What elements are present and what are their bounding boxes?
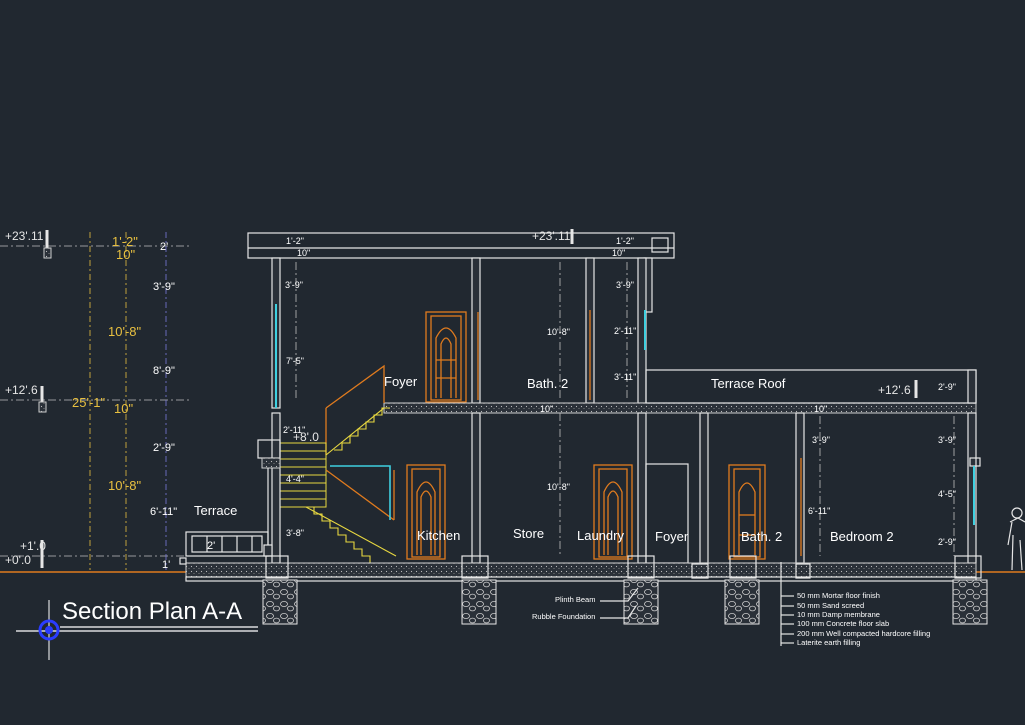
plinth-floor xyxy=(179,555,982,582)
dim-6-11: 6'-11" xyxy=(150,506,177,518)
leader-lines xyxy=(600,562,794,646)
dim-terrace-r: 2'-9" xyxy=(938,382,956,392)
level-stair-landing: +8'.0 xyxy=(293,430,319,444)
dim-1-2: 1'-2" xyxy=(112,234,138,249)
level-top-left: +23'.11 xyxy=(5,229,44,243)
room-foyer-upper: Foyer xyxy=(384,374,418,389)
dim-10-8-upper: 10'-8" xyxy=(108,324,142,339)
door-bath-lower xyxy=(728,464,766,560)
room-bedroom: Bedroom 2 xyxy=(830,529,894,544)
dim-slab-1: 10" xyxy=(540,404,553,414)
dim-bed-2: 6'-11" xyxy=(808,506,830,516)
roof-dim-right: 1'-2" xyxy=(616,236,634,246)
terrace-railing xyxy=(185,531,273,557)
dim-far-1: 3'-9" xyxy=(938,435,956,445)
room-bath-upper: Bath. 2 xyxy=(527,376,568,391)
room-laundry: Laundry xyxy=(577,528,624,543)
floor-note-6: Laterite earth filling xyxy=(797,638,860,647)
door-laundry xyxy=(593,464,633,560)
door-upper-foyer xyxy=(425,311,467,403)
dim-2-9: 2'-9" xyxy=(153,442,175,454)
dim-10-8-lower: 10'-8" xyxy=(108,478,142,493)
level-mid-left: +12'.6 xyxy=(5,383,38,397)
roof-dim-left-b: 10" xyxy=(297,248,310,258)
dim-wall-left-top: 3'-9" xyxy=(285,280,303,290)
level-terrace-roof: +12'.6 xyxy=(878,383,911,397)
room-terrace: Terrace xyxy=(194,503,237,518)
floor-note-1: 50 mm Mortar floor finish xyxy=(797,591,880,600)
level-top-roof: +23'.11 xyxy=(532,229,571,243)
dim-right-top: 3'-9" xyxy=(616,280,634,290)
left-dimension-chain xyxy=(0,230,190,570)
floor-note-4: 100 mm Concrete floor slab xyxy=(797,619,889,628)
roof-slab xyxy=(247,232,675,313)
level-ground: +0'.0 xyxy=(5,553,31,567)
rubble-foundations xyxy=(262,579,988,625)
room-store: Store xyxy=(513,526,544,541)
dim-far-3: 2'-9" xyxy=(938,537,956,547)
door-kitchen xyxy=(406,464,446,560)
selection-grip-marker[interactable] xyxy=(38,619,60,641)
dim-wall-left-mid: 7'-5" xyxy=(286,356,304,366)
dim-3-9: 3'-9" xyxy=(153,281,175,293)
label-rubble-foundation: Rubble Foundation xyxy=(532,612,595,621)
dim-total: 25'-1" xyxy=(72,395,106,410)
level-plinth: +1'.0 xyxy=(20,539,46,553)
roof-dim-right-b: 10" xyxy=(612,248,625,258)
ground-floor-walls xyxy=(257,412,981,564)
dim-1: 1' xyxy=(162,559,170,571)
room-foyer-lower: Foyer xyxy=(655,529,689,544)
dim-wall-left-low: 2'-11" xyxy=(283,425,305,435)
dim-10-top: 10" xyxy=(116,247,135,262)
room-bath-lower: Bath. 2 xyxy=(741,529,782,544)
dim-ground-left-2: 3'-8" xyxy=(286,528,304,538)
dim-slab-2: 10" xyxy=(814,404,827,414)
dim-store-height: 10'-8" xyxy=(547,482,570,492)
dim-terrace-low: 2' xyxy=(207,540,215,552)
dim-10-mid: 10" xyxy=(114,401,133,416)
dim-2: 2' xyxy=(160,241,168,253)
roof-dim-left: 1'-2" xyxy=(286,236,304,246)
dim-far-2: 4'-5" xyxy=(938,489,956,499)
dim-ground-left-1: 4'-4" xyxy=(286,474,304,484)
dim-right-low: 3'-11" xyxy=(614,372,636,382)
dim-right-mid: 2'-11" xyxy=(614,326,636,336)
room-terrace-roof: Terrace Roof xyxy=(711,376,786,391)
dim-bed-1: 3'-9" xyxy=(812,435,830,445)
floor-note-2: 50 mm Sand screed xyxy=(797,601,864,610)
floor-note-5: 200 mm Well compacted hardcore filling xyxy=(797,629,930,638)
dim-8-9: 8'-9" xyxy=(153,365,175,377)
label-plinth-beam: Plinth Beam xyxy=(555,595,595,604)
drawing-title: Section Plan A-A xyxy=(62,598,242,625)
upper-walls xyxy=(271,257,647,409)
room-kitchen: Kitchen xyxy=(417,528,460,543)
dim-bath-height: 10'-8" xyxy=(547,327,570,337)
floor-note-3: 10 mm Damp membrane xyxy=(797,610,880,619)
human-scale-figure xyxy=(1007,507,1025,571)
